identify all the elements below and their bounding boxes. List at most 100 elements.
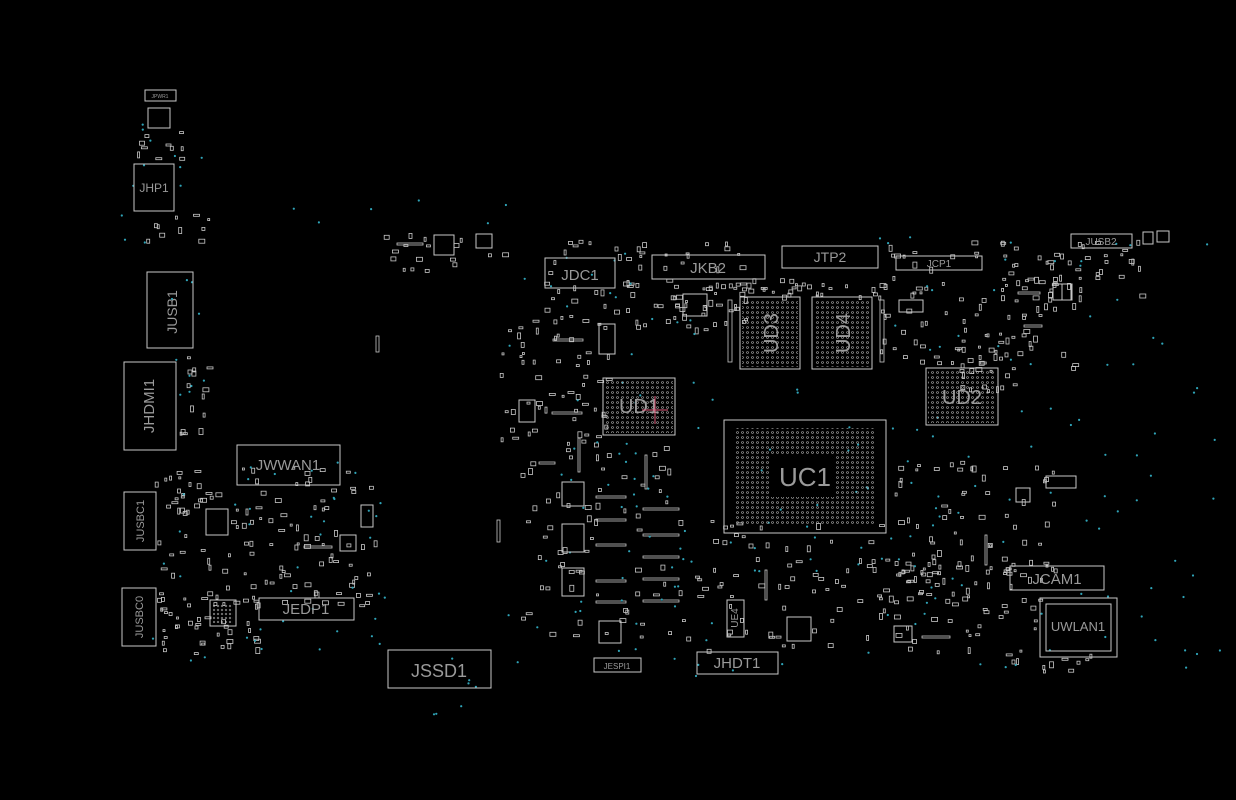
passive-part xyxy=(1005,653,1013,657)
passive-part xyxy=(519,355,523,359)
component-jpwr-ic[interactable] xyxy=(147,107,171,129)
component-uwlan1[interactable]: UWLAN1 xyxy=(1039,597,1118,658)
component-mosfet-2[interactable] xyxy=(561,523,585,553)
passive-part xyxy=(278,529,286,532)
passive-part xyxy=(948,508,952,514)
component-jhdt1[interactable]: JHDT1 xyxy=(696,651,779,675)
component-top-ic[interactable] xyxy=(433,234,455,256)
passive-part xyxy=(694,327,699,335)
component-bottom-ic[interactable] xyxy=(893,625,913,643)
component-ic-left-2[interactable] xyxy=(360,504,374,528)
passive-part xyxy=(499,372,504,378)
passive-part xyxy=(871,286,876,293)
component-jusbc0[interactable]: JUSBC0 xyxy=(121,587,157,647)
component-charger-ic[interactable] xyxy=(598,323,616,355)
passive-part xyxy=(553,260,557,266)
pad-strip xyxy=(642,555,680,559)
passive-part xyxy=(179,550,186,554)
component-jcp-ic[interactable] xyxy=(898,299,924,313)
component-jssd1[interactable]: JSSD1 xyxy=(387,649,492,689)
passive-part xyxy=(292,466,296,470)
component-jcam1[interactable]: JCAM1 xyxy=(1009,565,1105,591)
component-jdc1[interactable]: JDC1 xyxy=(544,257,616,289)
passive-part xyxy=(569,314,574,318)
passive-part xyxy=(883,588,890,593)
test-point xyxy=(635,622,638,625)
test-point xyxy=(170,297,174,301)
passive-part xyxy=(260,490,267,496)
component-usb-ic[interactable] xyxy=(205,508,229,536)
test-point xyxy=(682,558,685,561)
component-jhp1[interactable]: JHP1 xyxy=(133,163,175,212)
component-right-mid-ic[interactable] xyxy=(1015,487,1031,503)
component-jcp1[interactable]: JCP1 xyxy=(895,255,983,271)
passive-part xyxy=(336,592,342,595)
ud3-label: UD3 xyxy=(761,313,783,353)
passive-part xyxy=(949,462,954,468)
passive-part xyxy=(713,567,716,573)
test-point xyxy=(1004,258,1007,261)
component-right-ic[interactable] xyxy=(1045,475,1077,489)
component-jusb2-pad-2[interactable] xyxy=(1156,230,1170,243)
passive-part xyxy=(818,577,825,581)
component-top-ic-2[interactable] xyxy=(475,233,493,249)
passive-part xyxy=(697,595,705,598)
component-ud3[interactable]: UD3 xyxy=(739,296,801,370)
component-jusb1[interactable]: JUSB1 xyxy=(146,271,194,349)
passive-part xyxy=(314,536,320,541)
passive-part xyxy=(967,358,974,363)
component-bga-small[interactable] xyxy=(209,599,237,627)
test-point xyxy=(621,576,624,580)
passive-part xyxy=(174,215,178,220)
passive-part xyxy=(998,340,1005,344)
pad-strip xyxy=(551,411,583,415)
component-jespi1[interactable]: JESPI1 xyxy=(593,657,642,673)
passive-part xyxy=(198,238,206,244)
passive-part xyxy=(575,393,581,400)
component-jedp1[interactable]: JEDP1 xyxy=(258,597,355,621)
test-point xyxy=(248,507,251,510)
test-point xyxy=(245,636,249,639)
test-point xyxy=(1009,241,1012,244)
component-ud1[interactable]: UD1 xyxy=(602,377,676,436)
passive-part xyxy=(989,566,993,571)
passive-part xyxy=(168,612,173,616)
test-point xyxy=(310,515,313,518)
passive-part xyxy=(1033,619,1038,623)
passive-part xyxy=(153,223,158,229)
component-mosfet-1[interactable] xyxy=(561,481,585,507)
passive-part xyxy=(557,289,561,294)
component-ud2[interactable]: UD2 xyxy=(925,367,999,426)
component-jtp2[interactable]: JTP2 xyxy=(781,245,879,269)
component-mosfet-4[interactable] xyxy=(518,399,536,423)
component-jusb2[interactable]: JUSB2 xyxy=(1070,233,1133,249)
component-jhdmi1[interactable]: JHDMI1 xyxy=(123,361,177,451)
component-kb-ic[interactable] xyxy=(682,293,708,317)
test-point xyxy=(273,472,276,476)
test-point xyxy=(1014,663,1017,667)
passive-part xyxy=(157,597,162,603)
passive-part xyxy=(177,488,181,494)
test-point xyxy=(1029,363,1032,366)
component-ic-left[interactable] xyxy=(339,534,357,552)
component-mosfet-5[interactable] xyxy=(1061,283,1073,301)
component-jwwan1[interactable]: JWWAN1 xyxy=(236,444,341,486)
component-mosfet-3[interactable] xyxy=(561,567,585,597)
component-jusbc1[interactable]: JUSBC1 xyxy=(123,491,157,551)
passive-part xyxy=(821,283,825,287)
component-uc1[interactable]: UC1 xyxy=(723,419,887,534)
passive-part xyxy=(721,284,726,290)
passive-part xyxy=(200,549,206,552)
component-spi-flash[interactable] xyxy=(598,620,622,644)
component-ud4[interactable]: UD4 xyxy=(811,296,873,370)
passive-part xyxy=(563,249,567,256)
component-ue4[interactable]: UE4 xyxy=(726,599,745,638)
test-point xyxy=(1153,432,1156,435)
component-jkb2[interactable]: JKB2 xyxy=(651,254,766,280)
component-ec-ic[interactable] xyxy=(786,616,812,642)
component-jusb2-pad[interactable] xyxy=(1142,231,1154,245)
test-point xyxy=(673,657,676,660)
component-jpwr1[interactable]: JPWR1 xyxy=(144,89,177,102)
passive-part xyxy=(1014,299,1019,303)
pad-strip xyxy=(375,335,380,353)
